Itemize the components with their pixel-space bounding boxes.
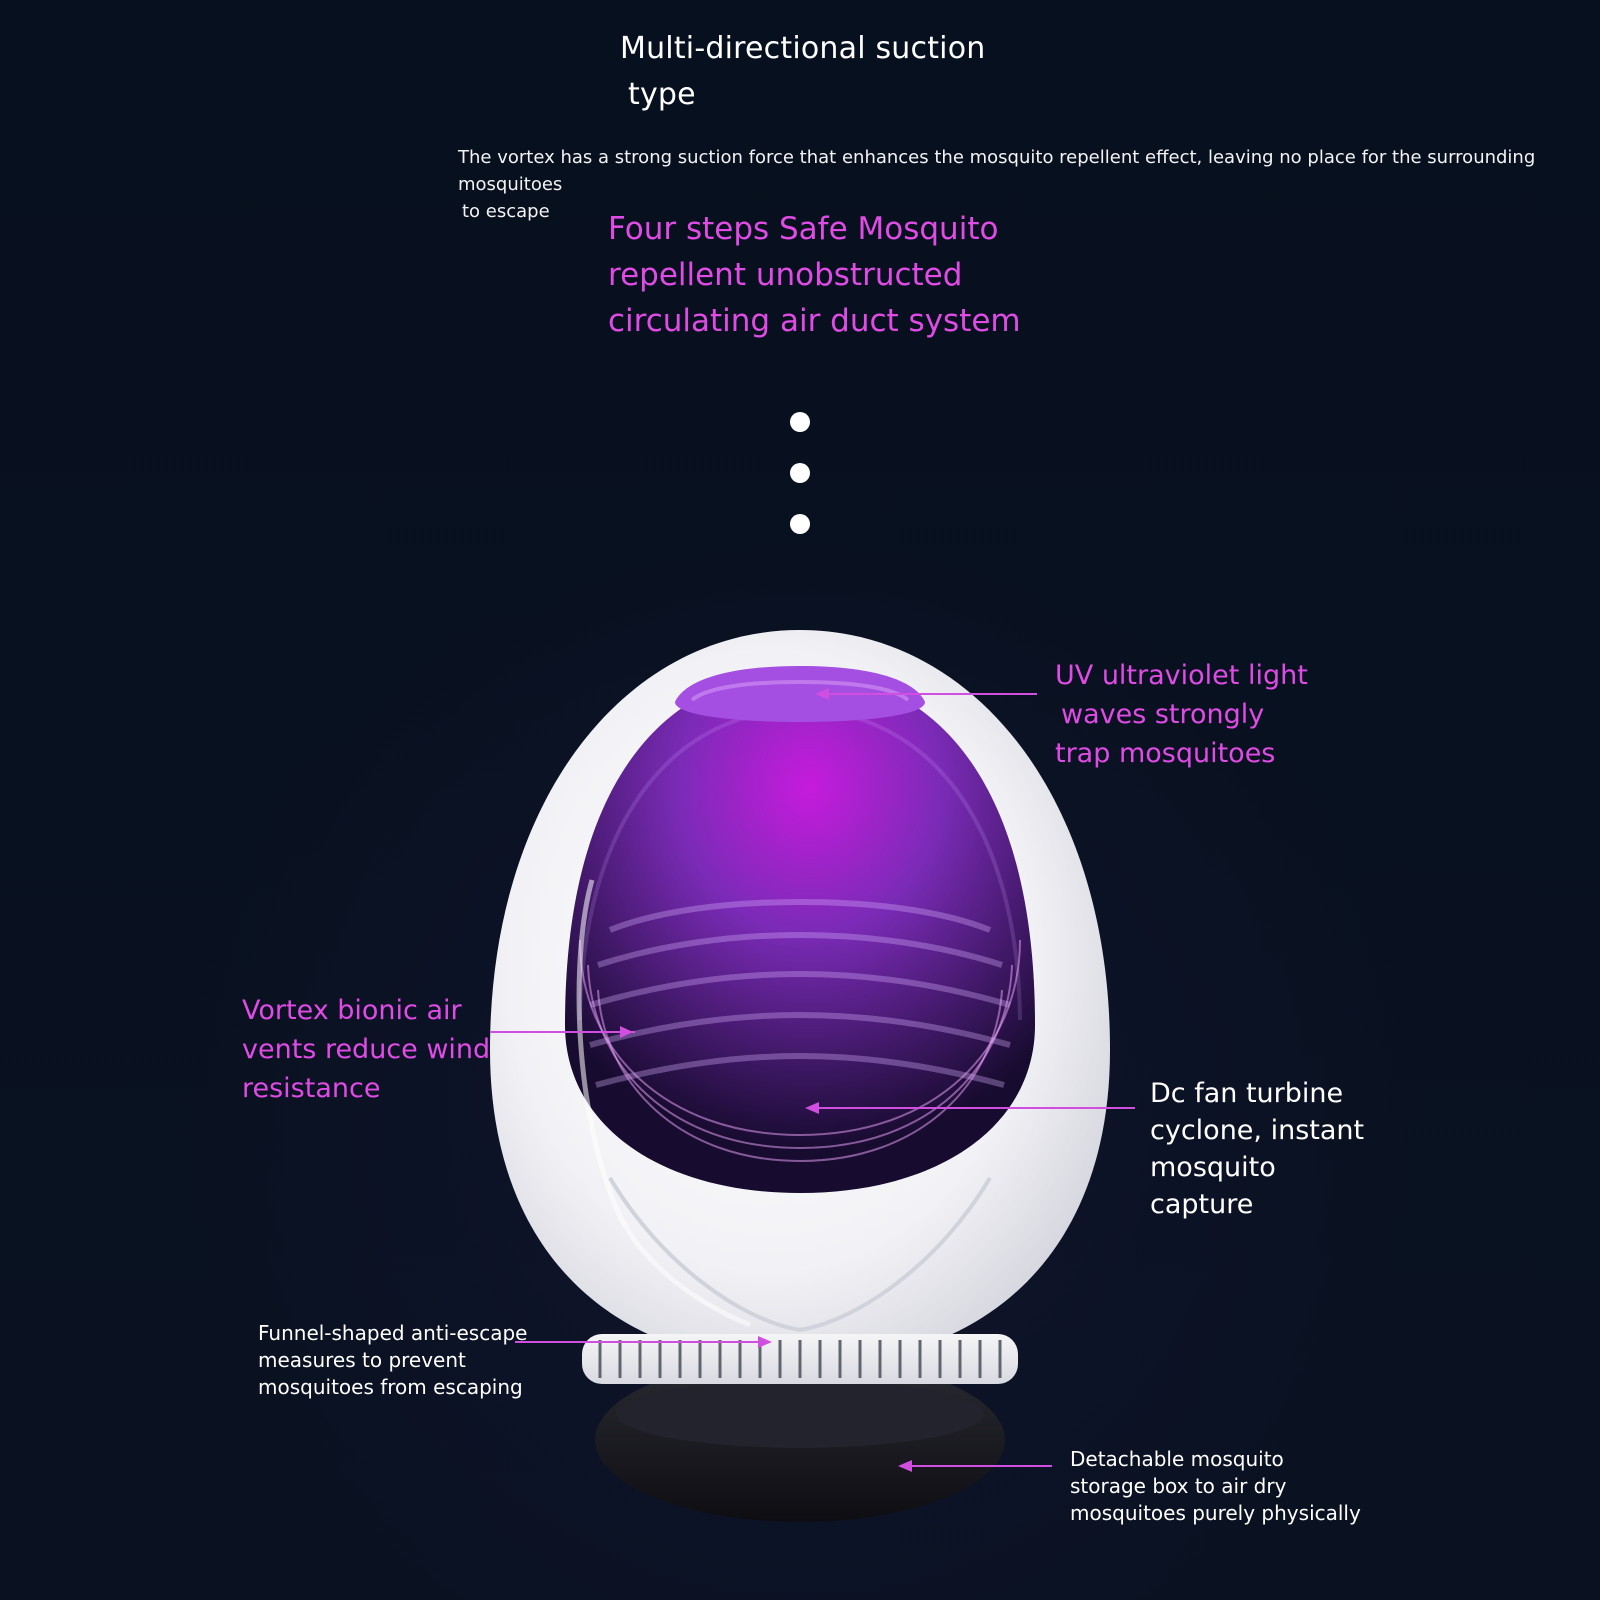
- uv-light-label: UV ultraviolet light waves strongly trap…: [1055, 656, 1308, 773]
- fan-label-line-1: Dc fan turbine: [1150, 1078, 1344, 1109]
- fan-label: Dc fan turbine cyclone, instant mosquito…: [1150, 1075, 1364, 1223]
- uv-light-label-line-2: waves strongly: [1061, 699, 1265, 730]
- description-line-2: to escape: [462, 201, 550, 222]
- fan-label-line-4: capture: [1150, 1189, 1254, 1220]
- feature-title-line-1: Four steps Safe Mosquito: [608, 211, 999, 247]
- dot-icon: [790, 463, 810, 483]
- storage-box-label-line-1: Detachable mosquito: [1070, 1447, 1284, 1471]
- funnel-label: Funnel-shaped anti-escape measures to pr…: [258, 1320, 527, 1401]
- funnel-label-line-3: mosquitoes from escaping: [258, 1375, 523, 1399]
- heading-line-2: type: [628, 77, 696, 112]
- feature-title: Four steps Safe Mosquito repellent unobs…: [608, 206, 1038, 344]
- storage-box-label-line-2: storage box to air dry: [1070, 1474, 1287, 1498]
- uv-light-label-line-3: trap mosquitoes: [1055, 738, 1276, 769]
- vortex-air-label-line-3: resistance: [242, 1073, 381, 1104]
- fan-label-line-2: cyclone, instant: [1150, 1115, 1365, 1146]
- feature-title-line-2: repellent unobstructed: [608, 257, 963, 293]
- description-text: The vortex has a strong suction force th…: [458, 144, 1573, 225]
- storage-box-label: Detachable mosquito storage box to air d…: [1070, 1446, 1361, 1527]
- feature-title-line-3: circulating air duct system: [608, 303, 1021, 339]
- funnel-label-line-1: Funnel-shaped anti-escape: [258, 1321, 528, 1345]
- vortex-air-label-line-2: vents reduce wind: [242, 1034, 491, 1065]
- top-light-cap-icon: [675, 666, 925, 722]
- progress-dots: [790, 412, 812, 565]
- dot-icon: [790, 412, 810, 432]
- dot-icon: [790, 514, 810, 534]
- uv-light-label-line-1: UV ultraviolet light: [1055, 660, 1308, 691]
- uv-window-icon: [565, 672, 1035, 1193]
- funnel-lip-icon: [608, 1176, 992, 1333]
- description-line-1: The vortex has a strong suction force th…: [458, 147, 1536, 195]
- mosquito-lamp-illustration: [490, 630, 1110, 1522]
- page-heading: Multi-directional suction type: [620, 26, 1000, 118]
- storage-box-label-line-3: mosquitoes purely physically: [1070, 1501, 1361, 1525]
- fan-label-line-3: mosquito: [1150, 1152, 1276, 1183]
- vortex-air-label-line-1: Vortex bionic air: [242, 995, 462, 1026]
- funnel-label-line-2: measures to prevent: [258, 1348, 466, 1372]
- heading-line-1: Multi-directional suction: [620, 31, 986, 66]
- vortex-air-label: Vortex bionic air vents reduce wind resi…: [242, 991, 490, 1108]
